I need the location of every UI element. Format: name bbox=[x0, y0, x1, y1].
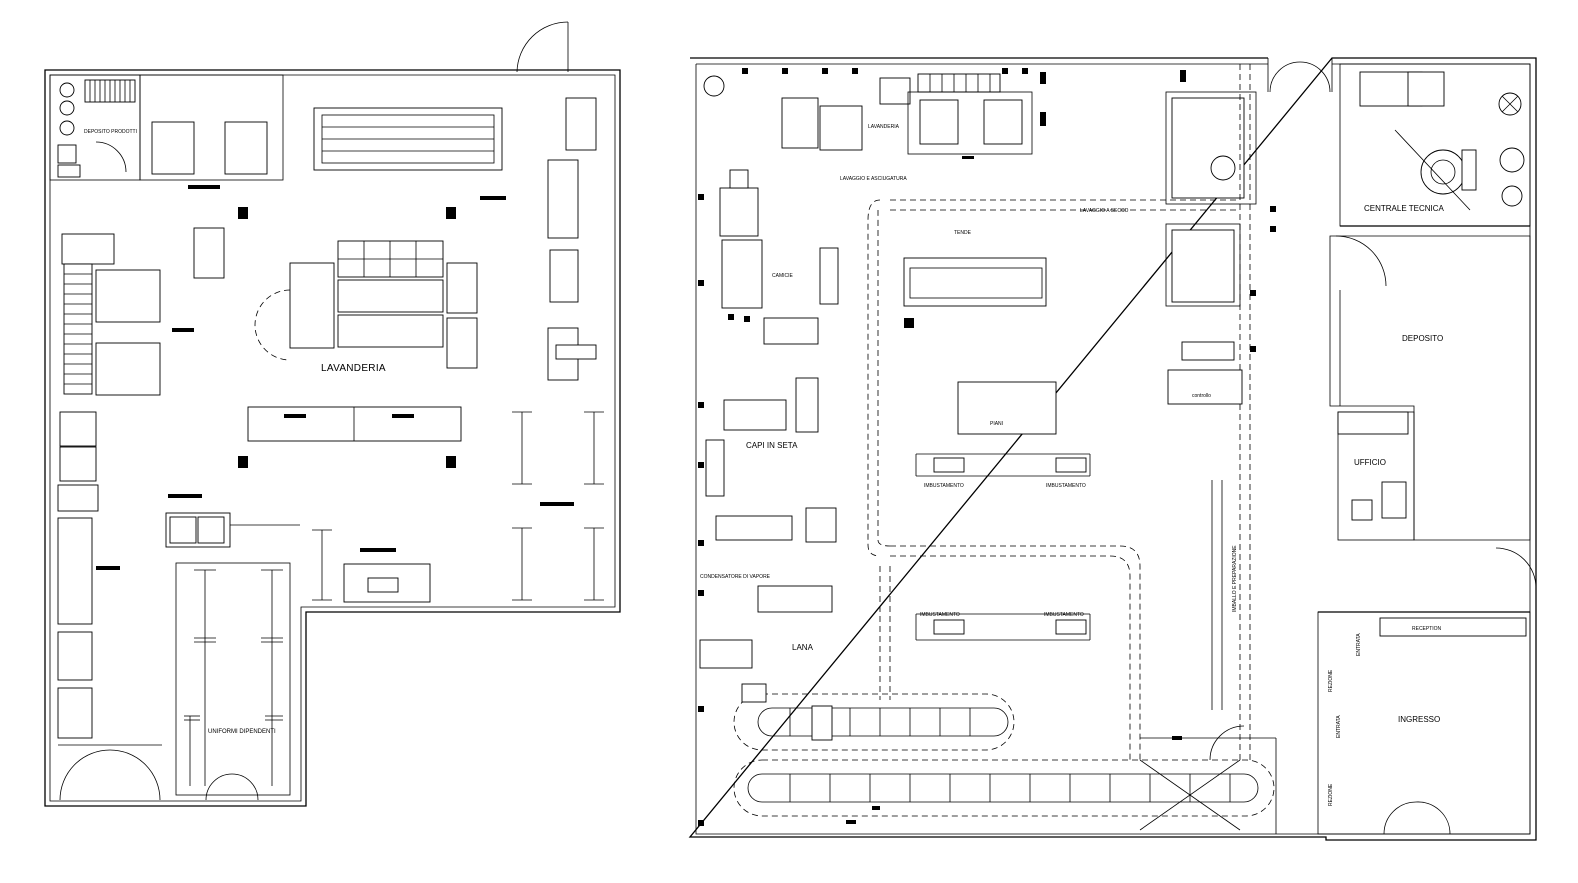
room-label-entrata: ENTRATA bbox=[1356, 633, 1362, 656]
room-label-lavaggio-asciugatura: LAVAGGIO E ASCIUGATURA bbox=[840, 176, 907, 182]
room-label-imbustamento-4: IMBUSTAMENTO bbox=[1044, 612, 1084, 618]
room-label-deposito-prodotti: DEPOSITO PRODOTTI bbox=[84, 129, 137, 135]
right-floor-plan: CENTRALE TECNICA DEPOSITO UFFICIO RECEPT… bbox=[688, 57, 1537, 841]
room-label-lavaggio-a-secco: LAVAGGIO A SECCO bbox=[1080, 208, 1129, 214]
room-label-imbustamento-1: IMBUSTAMENTO bbox=[924, 483, 964, 489]
room-label-lana: LANA bbox=[792, 643, 814, 652]
room-label-ingresso: INGRESSO bbox=[1398, 715, 1440, 724]
room-label-piani: PIANI bbox=[990, 421, 1003, 427]
room-label-rezione: REZIONE bbox=[1328, 669, 1334, 692]
room-label-imbustamento-2: IMBUSTAMENTO bbox=[1046, 483, 1086, 489]
room-label-uniformi-dipendenti: UNIFORMI DIPENDENTI bbox=[208, 729, 276, 735]
room-label-capi-in-seta: CAPI IN SETA bbox=[746, 441, 798, 450]
room-label-tende: TENDE bbox=[954, 230, 972, 236]
room-label-camicie: CAMICIE bbox=[772, 273, 794, 279]
room-label-ufficio: UFFICIO bbox=[1354, 458, 1386, 467]
door-icon bbox=[516, 21, 569, 73]
room-label-lavanderia: LAVANDERIA bbox=[321, 363, 386, 374]
room-label-rezione-2: REZIONE bbox=[1328, 783, 1334, 806]
room-label-deposito: DEPOSITO bbox=[1402, 334, 1443, 343]
room-label-lavanderia-right: LAVANDERIA bbox=[868, 124, 900, 130]
room-label-imbustamento-3: IMBUSTAMENTO bbox=[920, 612, 960, 618]
room-label-condensatore-vapore: CONDENSATORE DI VAPORE bbox=[700, 574, 771, 580]
room-label-centrale-tecnica: CENTRALE TECNICA bbox=[1364, 204, 1445, 213]
room-label-imballo: IMBALLO E PREPARAZIONE bbox=[1232, 545, 1238, 612]
room-label-reception: RECEPTION bbox=[1412, 626, 1442, 632]
left-floor-plan: DEPOSITO PRODOTTI bbox=[44, 21, 621, 807]
room-label-controllo: controllo bbox=[1192, 393, 1211, 399]
room-label-entrata-2: ENTRATA bbox=[1336, 715, 1342, 738]
